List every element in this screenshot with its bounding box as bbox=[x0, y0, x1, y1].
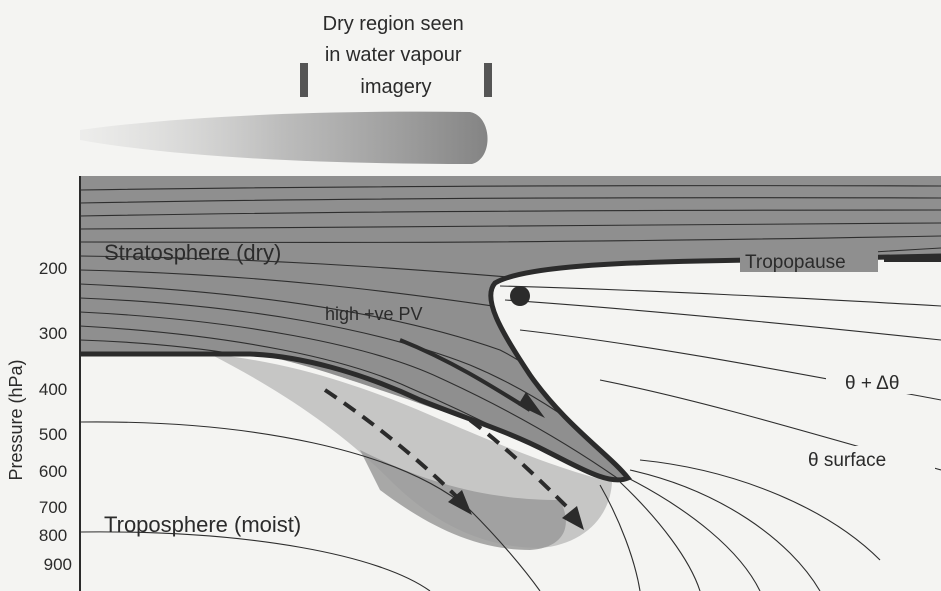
dry-region-line-1: Dry region seen bbox=[323, 13, 464, 35]
dry-region-caption: Dry region seen in water vapour imagery bbox=[323, 13, 470, 98]
theta-surface-label: θ surface bbox=[808, 450, 886, 471]
dry-region-left-bracket bbox=[300, 63, 308, 97]
y-tick-800: 800 bbox=[39, 526, 67, 545]
pv-anomaly-dot bbox=[510, 286, 530, 306]
troposphere-label: Troposphere (moist) bbox=[104, 512, 301, 537]
y-tick-300: 300 bbox=[39, 324, 67, 343]
dry-region-right-bracket bbox=[484, 63, 492, 97]
y-tick-700: 700 bbox=[39, 498, 67, 517]
y-tick-500: 500 bbox=[39, 425, 67, 444]
stratosphere-label: Stratosphere (dry) bbox=[104, 240, 281, 265]
y-tick-400: 400 bbox=[39, 380, 67, 399]
high-pv-label: high +ve PV bbox=[325, 304, 423, 324]
tropopause-label: Tropopause bbox=[745, 252, 846, 273]
dry-region-line-2: in water vapour bbox=[325, 44, 462, 66]
y-tick-900: 900 bbox=[44, 555, 72, 574]
tropopause-dash bbox=[884, 256, 941, 262]
dry-region-cloud bbox=[80, 112, 488, 164]
y-tick-600: 600 bbox=[39, 462, 67, 481]
y-axis-title: Pressure (hPa) bbox=[6, 359, 26, 480]
dry-region-line-3: imagery bbox=[360, 76, 431, 98]
y-tick-200: 200 bbox=[39, 259, 67, 278]
theta-plus-delta-label: θ + Δθ bbox=[845, 373, 899, 394]
y-axis-ticks: 200 300 400 500 600 700 800 900 bbox=[39, 259, 72, 574]
